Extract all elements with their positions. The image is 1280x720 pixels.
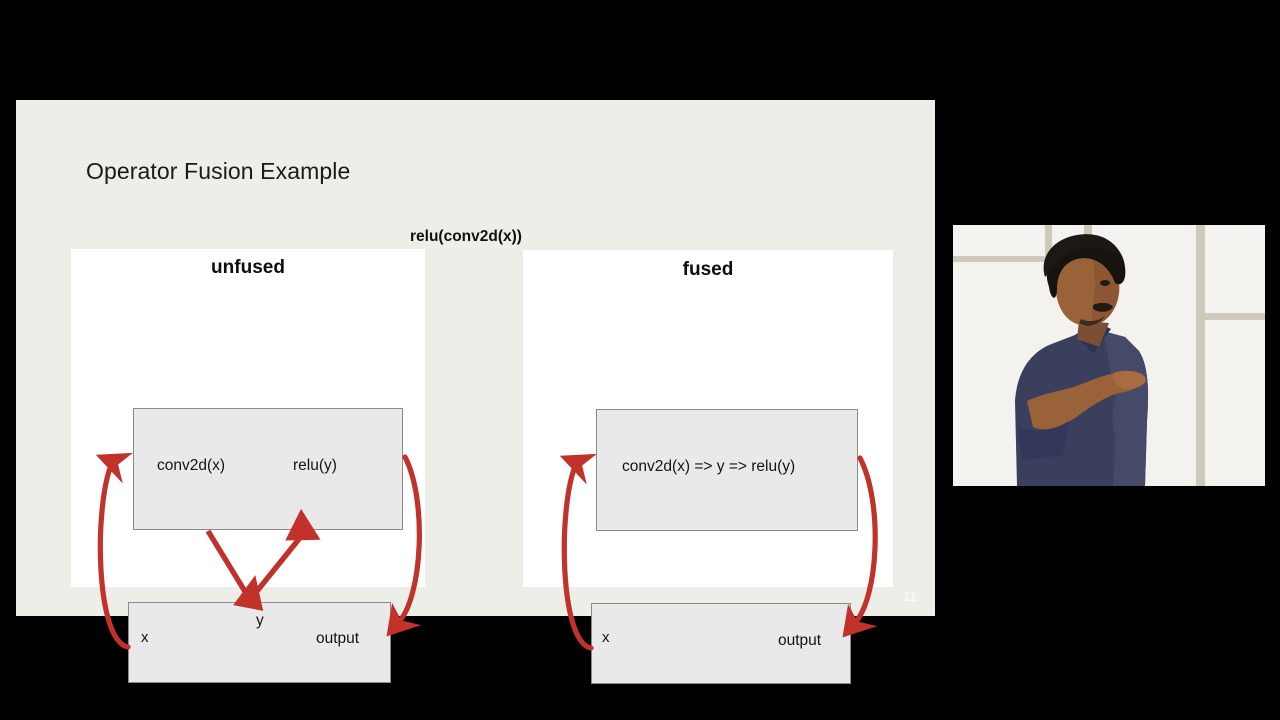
wall-frame-horizontal-top — [953, 256, 1052, 262]
wall-frame-horizontal-right — [1196, 313, 1265, 320]
unfused-memory-box — [128, 602, 391, 683]
fused-memory-box — [591, 603, 851, 684]
slide-page-number: 11 — [903, 589, 917, 604]
unfused-relu-label: relu(y) — [293, 457, 337, 474]
panel-fused: fused conv2d(x) => y => relu(y) x output — [523, 250, 893, 684]
speaker-video-content — [953, 225, 1265, 486]
unfused-output-label: output — [316, 630, 360, 647]
fused-output-label: output — [778, 632, 822, 649]
unfused-x-label: x — [141, 629, 149, 646]
unfused-conv-write-arrow — [205, 529, 264, 611]
fused-x-label: x — [602, 629, 610, 646]
unfused-memory-read-arrow — [95, 452, 133, 650]
speaker-video-feed — [950, 221, 1268, 490]
fused-memory-read-arrow — [559, 453, 597, 651]
unfused-compute-box — [133, 408, 403, 530]
unfused-y-label: y — [256, 612, 264, 629]
fused-compute-box — [596, 409, 858, 531]
formula-label: relu(conv2d(x)) — [410, 228, 522, 245]
panel-unfused-title: unfused — [211, 257, 285, 278]
fused-expression-label: conv2d(x) => y => relu(y) — [622, 458, 796, 475]
presentation-slide: Operator Fusion Example relu(conv2d(x)) … — [16, 100, 935, 684]
unfused-relu-read-arrow — [246, 508, 321, 603]
panel-fused-title: fused — [682, 259, 734, 280]
unfused-conv2d-label: conv2d(x) — [157, 457, 226, 474]
speaker-figure — [1015, 234, 1149, 486]
panel-unfused: unfused conv2d(x) relu(y) x y output — [71, 249, 425, 683]
wall-frame-vertical-left — [1045, 225, 1052, 261]
page-title: Operator Fusion Example — [86, 158, 351, 184]
wall-frame-vertical-right — [1196, 225, 1205, 486]
